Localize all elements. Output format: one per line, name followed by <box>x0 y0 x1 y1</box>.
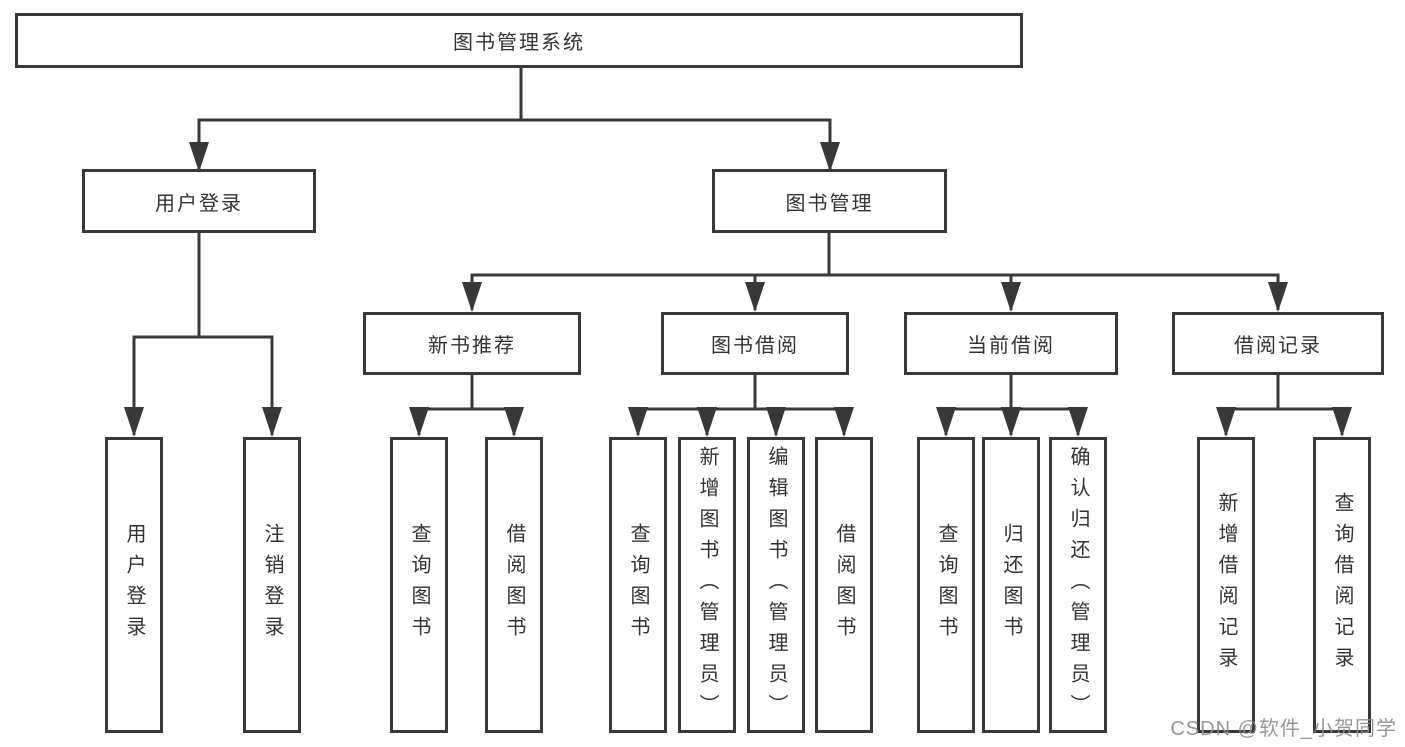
leaf-label: 确认归还（管理员） <box>1067 445 1089 725</box>
arrow-down-icon <box>1001 407 1021 437</box>
connector-records-branch <box>1224 407 1344 435</box>
leaf-label: 借阅图书 <box>833 523 855 647</box>
node-record-query-borrow-record: 查询借阅记录 <box>1313 437 1371 733</box>
node-user-login: 用户登录 <box>82 169 316 233</box>
node-logout-action: 注销登录 <box>243 437 301 733</box>
node-record-add-borrow-record: 新增借阅记录 <box>1197 437 1255 733</box>
connector-level2-branch <box>197 118 832 170</box>
node-user-login-action: 用户登录 <box>105 437 163 733</box>
node-newbook-query-books: 查询图书 <box>390 437 448 733</box>
arrow-down-icon <box>462 282 482 312</box>
node-current-return-books: 归还图书 <box>982 437 1040 733</box>
node-newbook-borrow-books: 借阅图书 <box>485 437 543 733</box>
node-book-borrow: 图书借阅 <box>661 312 849 375</box>
arrow-down-icon <box>504 407 524 437</box>
leaf-label: 查询图书 <box>408 523 430 647</box>
leaf-label: 新增图书（管理员） <box>696 445 718 725</box>
leaf-label: 用户登录 <box>123 523 145 647</box>
leaf-label: 新增借阅记录 <box>1215 492 1237 678</box>
connector-newbook-branch <box>417 407 516 435</box>
arrow-down-icon <box>697 407 717 437</box>
node-borrow-edit-books-admin: 编辑图书（管理员） <box>747 437 805 733</box>
leaf-label: 借阅图书 <box>503 523 525 647</box>
arrow-down-icon <box>1332 407 1352 437</box>
arrow-down-icon <box>628 407 648 437</box>
node-borrow-query-books: 查询图书 <box>609 437 667 733</box>
node-new-book-recommend: 新书推荐 <box>363 312 581 375</box>
node-borrow-borrow-books: 借阅图书 <box>815 437 873 733</box>
arrow-down-icon <box>124 407 144 437</box>
arrow-down-icon <box>409 407 429 437</box>
leaf-label: 查询借阅记录 <box>1331 492 1353 678</box>
arrow-down-icon <box>834 407 854 437</box>
node-borrow-records: 借阅记录 <box>1172 312 1384 375</box>
arrow-down-icon <box>1001 282 1021 312</box>
watermark: CSDN @软件_小贺同学 <box>1170 718 1397 740</box>
arrow-down-icon <box>262 407 282 437</box>
arrow-down-icon <box>745 282 765 312</box>
leaf-label: 查询图书 <box>935 523 957 647</box>
node-borrow-add-books-admin: 新增图书（管理员） <box>678 437 736 733</box>
node-library-management-system: 图书管理系统 <box>15 13 1023 68</box>
connector-level3-branch <box>470 273 1280 310</box>
arrow-down-icon <box>766 407 786 437</box>
node-book-management: 图书管理 <box>712 169 947 233</box>
leaf-label: 编辑图书（管理员） <box>765 445 787 725</box>
arrow-down-icon <box>189 142 209 172</box>
arrow-down-icon <box>936 407 956 437</box>
connector-bookborrow-branch <box>636 407 846 435</box>
arrow-down-icon <box>1216 407 1236 437</box>
arrow-down-icon <box>1268 282 1288 312</box>
node-current-confirm-return-admin: 确认归还（管理员） <box>1049 437 1107 733</box>
connector-userlogin-branch <box>132 335 274 435</box>
node-current-query-books: 查询图书 <box>917 437 975 733</box>
leaf-label: 注销登录 <box>261 523 283 647</box>
leaf-label: 查询图书 <box>627 523 649 647</box>
arrow-down-icon <box>820 142 840 172</box>
arrow-down-icon <box>1068 407 1088 437</box>
leaf-label: 归还图书 <box>1000 523 1022 647</box>
node-current-borrow: 当前借阅 <box>904 312 1118 375</box>
